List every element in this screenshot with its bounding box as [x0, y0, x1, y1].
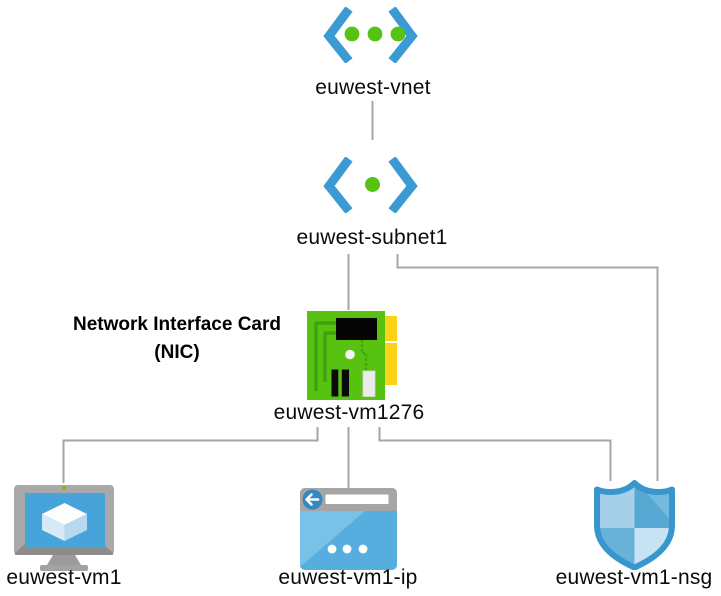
ip-label: euwest-vm1-ip: [278, 566, 418, 589]
connector-subnet-nsg: [396, 254, 659, 481]
nic-label: euwest-vm1276: [273, 401, 425, 424]
vnet-label: euwest-vnet: [315, 76, 431, 99]
nic-annotation-line2: (NIC): [154, 342, 200, 363]
subnet-label: euwest-subnet1: [296, 226, 448, 249]
nsg-label: euwest-vm1-nsg: [555, 566, 713, 589]
virtual-machine-icon: [14, 485, 114, 571]
vm-label: euwest-vm1: [6, 566, 122, 589]
public-ip-address-icon: [300, 488, 397, 570]
nic-annotation: Network Interface Card (NIC): [73, 311, 281, 367]
connector-nic-nsg: [378, 427, 612, 481]
virtual-network-icon: [323, 7, 418, 63]
subnet-icon: [323, 157, 418, 213]
network-security-group-shield-icon: [594, 480, 675, 570]
nic-annotation-line1: Network Interface Card: [72, 314, 282, 335]
connector-nic-vm: [62, 427, 319, 483]
network-interface-card-icon: [307, 311, 397, 400]
